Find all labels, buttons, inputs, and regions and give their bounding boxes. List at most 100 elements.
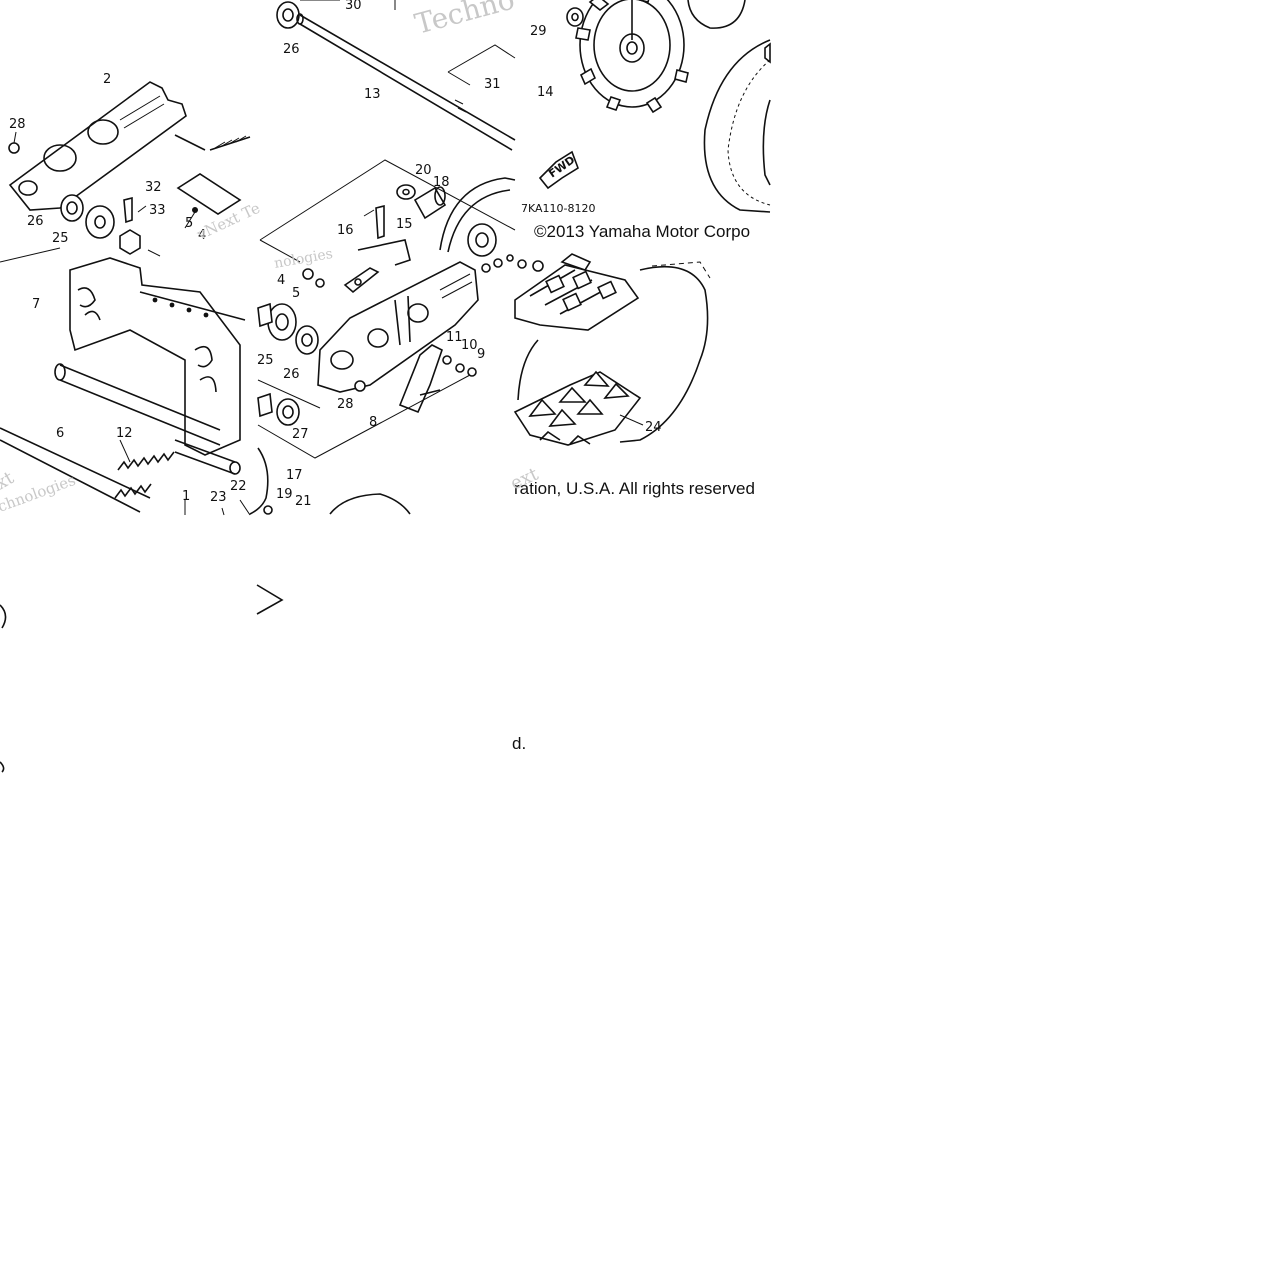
bearing-26: [60, 194, 84, 222]
washer-20: [396, 184, 416, 200]
wheel-edge: [687, 0, 746, 29]
fragment-curve: [0, 761, 5, 773]
callout-12: 12: [116, 426, 133, 441]
wheel-rim: [703, 39, 771, 213]
callout-2: 2: [103, 72, 111, 87]
shaft: [174, 134, 251, 151]
callout-25: 25: [52, 231, 69, 246]
callout-10: 10: [461, 338, 478, 353]
idler-wheel: [439, 177, 516, 251]
tile-slide-bracket: 2 28 26 25 32 33 5 4 7 6 12 1 23 22 vNex…: [0, 72, 263, 516]
callout-5: 5: [185, 216, 193, 231]
callout-29: 29: [530, 24, 547, 39]
washer-29: [566, 7, 584, 27]
plate-hole: [18, 180, 38, 196]
callout-27: 27: [292, 427, 309, 442]
nut-5: [315, 278, 325, 288]
callout-33: 33: [149, 203, 166, 218]
part-2-plate: [8, 81, 187, 211]
bolt-32: [123, 196, 133, 224]
callout-24: 24: [645, 420, 662, 435]
link: [357, 239, 411, 266]
callout-14: 14: [537, 85, 554, 100]
cross-shaft: [59, 364, 221, 446]
bolt-15: [375, 204, 385, 240]
track-cleat-upper: [514, 264, 640, 331]
tile-sprocket-track: FWD 7KA110-8120 ©2013 Yamaha Motor Corpo: [507, 0, 771, 498]
assembly-outline: [257, 374, 471, 459]
bracket-8: [398, 344, 443, 414]
copyright-text: ©2013 Yamaha Motor Corpo: [534, 222, 750, 241]
callout-4: 4: [198, 228, 206, 243]
fragment-text: d.: [512, 734, 526, 753]
bolt-28: [354, 380, 366, 392]
bolt-9: [467, 367, 477, 377]
track-cleat-24: [513, 370, 642, 446]
callout-11: 11: [446, 330, 463, 345]
callout-21: 21: [295, 494, 312, 509]
callout-18: 18: [433, 175, 450, 190]
fragment-chevron: [256, 584, 284, 615]
sprocket-14: [575, 0, 689, 114]
track-belt: [517, 266, 709, 443]
callout-17: 17: [286, 468, 303, 483]
part-6-rod: [0, 427, 151, 513]
callout-26: 26: [283, 42, 300, 57]
washer-10: [455, 363, 465, 373]
lower-wheel-edge: [329, 493, 411, 515]
part-31-outline: [447, 44, 516, 86]
plate-slot: [119, 95, 165, 129]
callout-16: 16: [337, 223, 354, 238]
callout-22: 22: [230, 479, 247, 494]
lower-fragments: d.: [0, 584, 526, 773]
sleeve-18: [413, 186, 447, 220]
callout-28: 28: [337, 397, 354, 412]
bolt-28: [8, 142, 20, 154]
bearing-26: [295, 325, 319, 355]
callout-1: 1: [182, 489, 190, 504]
callout-26: 26: [283, 367, 300, 382]
callout-5: 5: [292, 286, 300, 301]
watermark: Techno: [411, 0, 518, 41]
callout-6: 6: [56, 426, 64, 441]
callout-28: 28: [9, 117, 26, 132]
collar: [119, 229, 141, 255]
bearing-27: [276, 398, 300, 426]
bracket-plate: [176, 173, 242, 215]
spring-12: [117, 451, 175, 471]
callout-30: 30: [345, 0, 362, 13]
frame-cutout: [194, 345, 217, 393]
callout-13: 13: [364, 87, 381, 102]
watermark: nologies: [273, 246, 334, 272]
callout-25: 25: [257, 353, 274, 368]
bearing-26: [276, 1, 300, 29]
plate-hole: [43, 144, 77, 172]
plate-hole: [87, 119, 119, 145]
nut-11: [442, 355, 452, 365]
shaft-13: [299, 14, 516, 151]
callout-4: 4: [277, 273, 285, 288]
callout-20: 20: [415, 163, 432, 178]
wheel-hub: [467, 223, 497, 257]
cable-17: [249, 447, 269, 515]
callout-7: 7: [32, 297, 40, 312]
bolt-4: [302, 268, 314, 280]
fwd-arrow: FWD: [538, 150, 579, 190]
callout-23: 23: [210, 490, 227, 505]
callout-19: 19: [276, 487, 293, 502]
hub-25: [85, 205, 115, 239]
callout-9: 9: [477, 347, 485, 362]
fragment-curve: [0, 604, 7, 629]
watermark: xt: [0, 467, 18, 494]
callout-8: 8: [369, 415, 377, 430]
callout-15: 15: [396, 217, 413, 232]
callout-26: 26: [27, 214, 44, 229]
frame-cutout: [77, 287, 101, 321]
diagram-code: 7KA110-8120: [521, 202, 596, 215]
copyright-text: ration, U.S.A. All rights reserved: [514, 479, 755, 498]
tile-suspension-arm: 30 26 13 31 20 18 16 15 4 5 25 26 28 27 …: [249, 0, 518, 515]
callout-31: 31: [484, 77, 501, 92]
bracket: [343, 267, 380, 294]
part-7-frame: [69, 257, 241, 456]
